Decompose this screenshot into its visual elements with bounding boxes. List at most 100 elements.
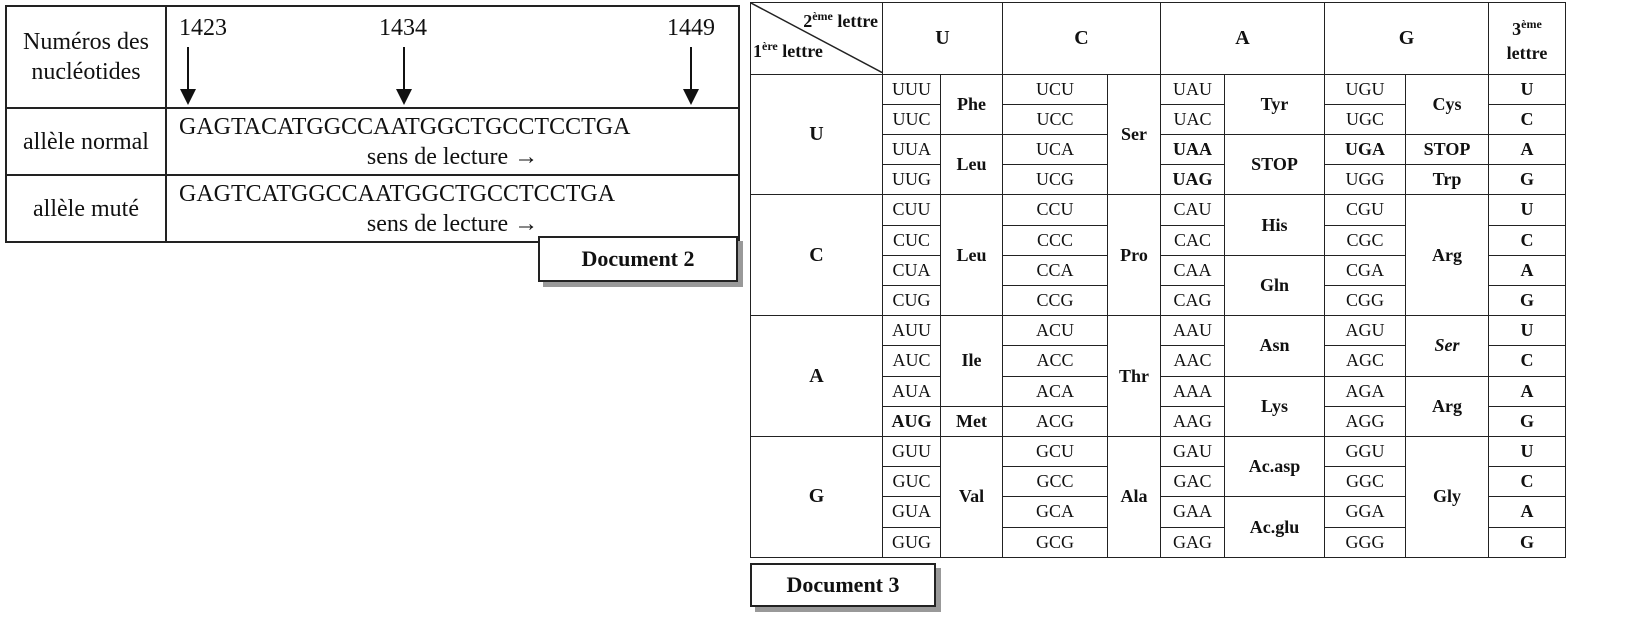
normal-sequence: GAGTACATGGCCAATGGCTGCCTCCTGA [179, 113, 631, 140]
amino-acid: Arg [1405, 375, 1489, 437]
codon-GAG: GAG [1160, 526, 1225, 559]
amino-acid: Ser [1405, 315, 1489, 377]
amino-acid: Leu [940, 194, 1003, 317]
amino-acid: Arg [1405, 194, 1489, 317]
codon-AAA: AAA [1160, 375, 1225, 407]
codon-UCG: UCG [1002, 164, 1108, 196]
amino-acid: Val [940, 435, 1003, 559]
first-letter-C: C [750, 194, 883, 317]
third-letter-C: C [1488, 103, 1566, 135]
row-label-numbers: Numéros des nucléotides [5, 5, 167, 109]
amino-acid: Ac.glu [1224, 496, 1325, 558]
third-letter-U: U [1488, 435, 1566, 468]
codon-AGG: AGG [1324, 405, 1406, 437]
mutated-allele-cell: GAGTCATGGCCAATGGCTGCCTCCTGA sens de lect… [165, 174, 740, 243]
number-1423: 1423 [179, 15, 227, 41]
codon-AAG: AAG [1160, 405, 1225, 437]
codon-UCC: UCC [1002, 103, 1108, 135]
codon-GGA: GGA [1324, 496, 1406, 528]
codon-UUG: UUG [882, 164, 941, 196]
codon-GAC: GAC [1160, 466, 1225, 498]
codon-CCA: CCA [1002, 254, 1108, 286]
codon-GAA: GAA [1160, 496, 1225, 528]
mutated-sequence: GAGTCATGGCCAATGGCTGCCTCCTGA [179, 180, 616, 207]
amino-acid: Ile [940, 315, 1003, 407]
amino-acid: Thr [1107, 315, 1161, 437]
amino-acid: Trp [1405, 164, 1489, 196]
normal-allele-cell: GAGTACATGGCCAATGGCTGCCTCCTGA sens de lec… [165, 107, 740, 176]
third-letter-G: G [1488, 164, 1566, 196]
codon-CAG: CAG [1160, 284, 1225, 317]
codon-UCA: UCA [1002, 133, 1108, 166]
codon-UGC: UGC [1324, 103, 1406, 135]
third-letter-A: A [1488, 496, 1566, 528]
first-letter-U: U [750, 73, 883, 196]
number-1449: 1449 [667, 15, 715, 41]
codon-AUA: AUA [882, 375, 941, 407]
codon-ACU: ACU [1002, 315, 1108, 347]
codon-CCG: CCG [1002, 284, 1108, 317]
third-letter-G: G [1488, 526, 1566, 559]
amino-acid: Phe [940, 73, 1003, 135]
codon-AUC: AUC [882, 345, 941, 377]
codon-GUG: GUG [882, 526, 941, 559]
codon-GGC: GGC [1324, 466, 1406, 498]
codon-CCU: CCU [1002, 194, 1108, 226]
codon-CUG: CUG [882, 284, 941, 317]
codon-CGG: CGG [1324, 284, 1406, 317]
amino-acid: Gln [1224, 254, 1325, 317]
codon-GUC: GUC [882, 466, 941, 498]
codon-AUU: AUU [882, 315, 941, 347]
codon-CGU: CGU [1324, 194, 1406, 226]
codon-CGC: CGC [1324, 224, 1406, 256]
codon-AGA: AGA [1324, 375, 1406, 407]
amino-acid: Met [940, 405, 1003, 437]
third-letter-A: A [1488, 375, 1566, 407]
document-2-label: Document 2 [538, 236, 738, 282]
third-letter-C: C [1488, 345, 1566, 377]
second-letter-label: 2ème lettre [803, 9, 878, 32]
codon-UGA: UGA [1324, 133, 1406, 166]
third-letter-U: U [1488, 315, 1566, 347]
codon-UGG: UGG [1324, 164, 1406, 196]
amino-acid: STOP [1224, 133, 1325, 196]
codon-UGU: UGU [1324, 73, 1406, 105]
codon-GCA: GCA [1002, 496, 1108, 528]
second-letter-G: G [1324, 2, 1489, 75]
corner-header: 2ème lettre 1ère lettre [750, 2, 883, 75]
codon-AAC: AAC [1160, 345, 1225, 377]
first-letter-label: 1ère lettre [753, 39, 823, 62]
codon-CAC: CAC [1160, 224, 1225, 256]
codon-GUA: GUA [882, 496, 941, 528]
third-letter-A: A [1488, 254, 1566, 286]
codon-CAA: CAA [1160, 254, 1225, 286]
amino-acid: Ser [1107, 73, 1161, 196]
codon-CAU: CAU [1160, 194, 1225, 226]
second-letter-A: A [1160, 2, 1325, 75]
amino-acid: Gly [1405, 435, 1489, 559]
amino-acid: Tyr [1224, 73, 1325, 135]
row-label-normal: allèle normal [5, 107, 167, 176]
third-letter-U: U [1488, 194, 1566, 226]
codon-UAA: UAA [1160, 133, 1225, 166]
amino-acid: Leu [940, 133, 1003, 196]
third-letter-G: G [1488, 284, 1566, 317]
diagonal-line [751, 3, 882, 74]
amino-acid: Ala [1107, 435, 1161, 559]
codon-UUC: UUC [882, 103, 941, 135]
second-letter-C: C [1002, 2, 1161, 75]
reading-direction: sens de lecture → [366, 143, 539, 170]
codon-GCC: GCC [1002, 466, 1108, 498]
amino-acid: Cys [1405, 73, 1489, 135]
amino-acid: Lys [1224, 375, 1325, 437]
third-letter-G: G [1488, 405, 1566, 437]
codon-GCU: GCU [1002, 435, 1108, 468]
